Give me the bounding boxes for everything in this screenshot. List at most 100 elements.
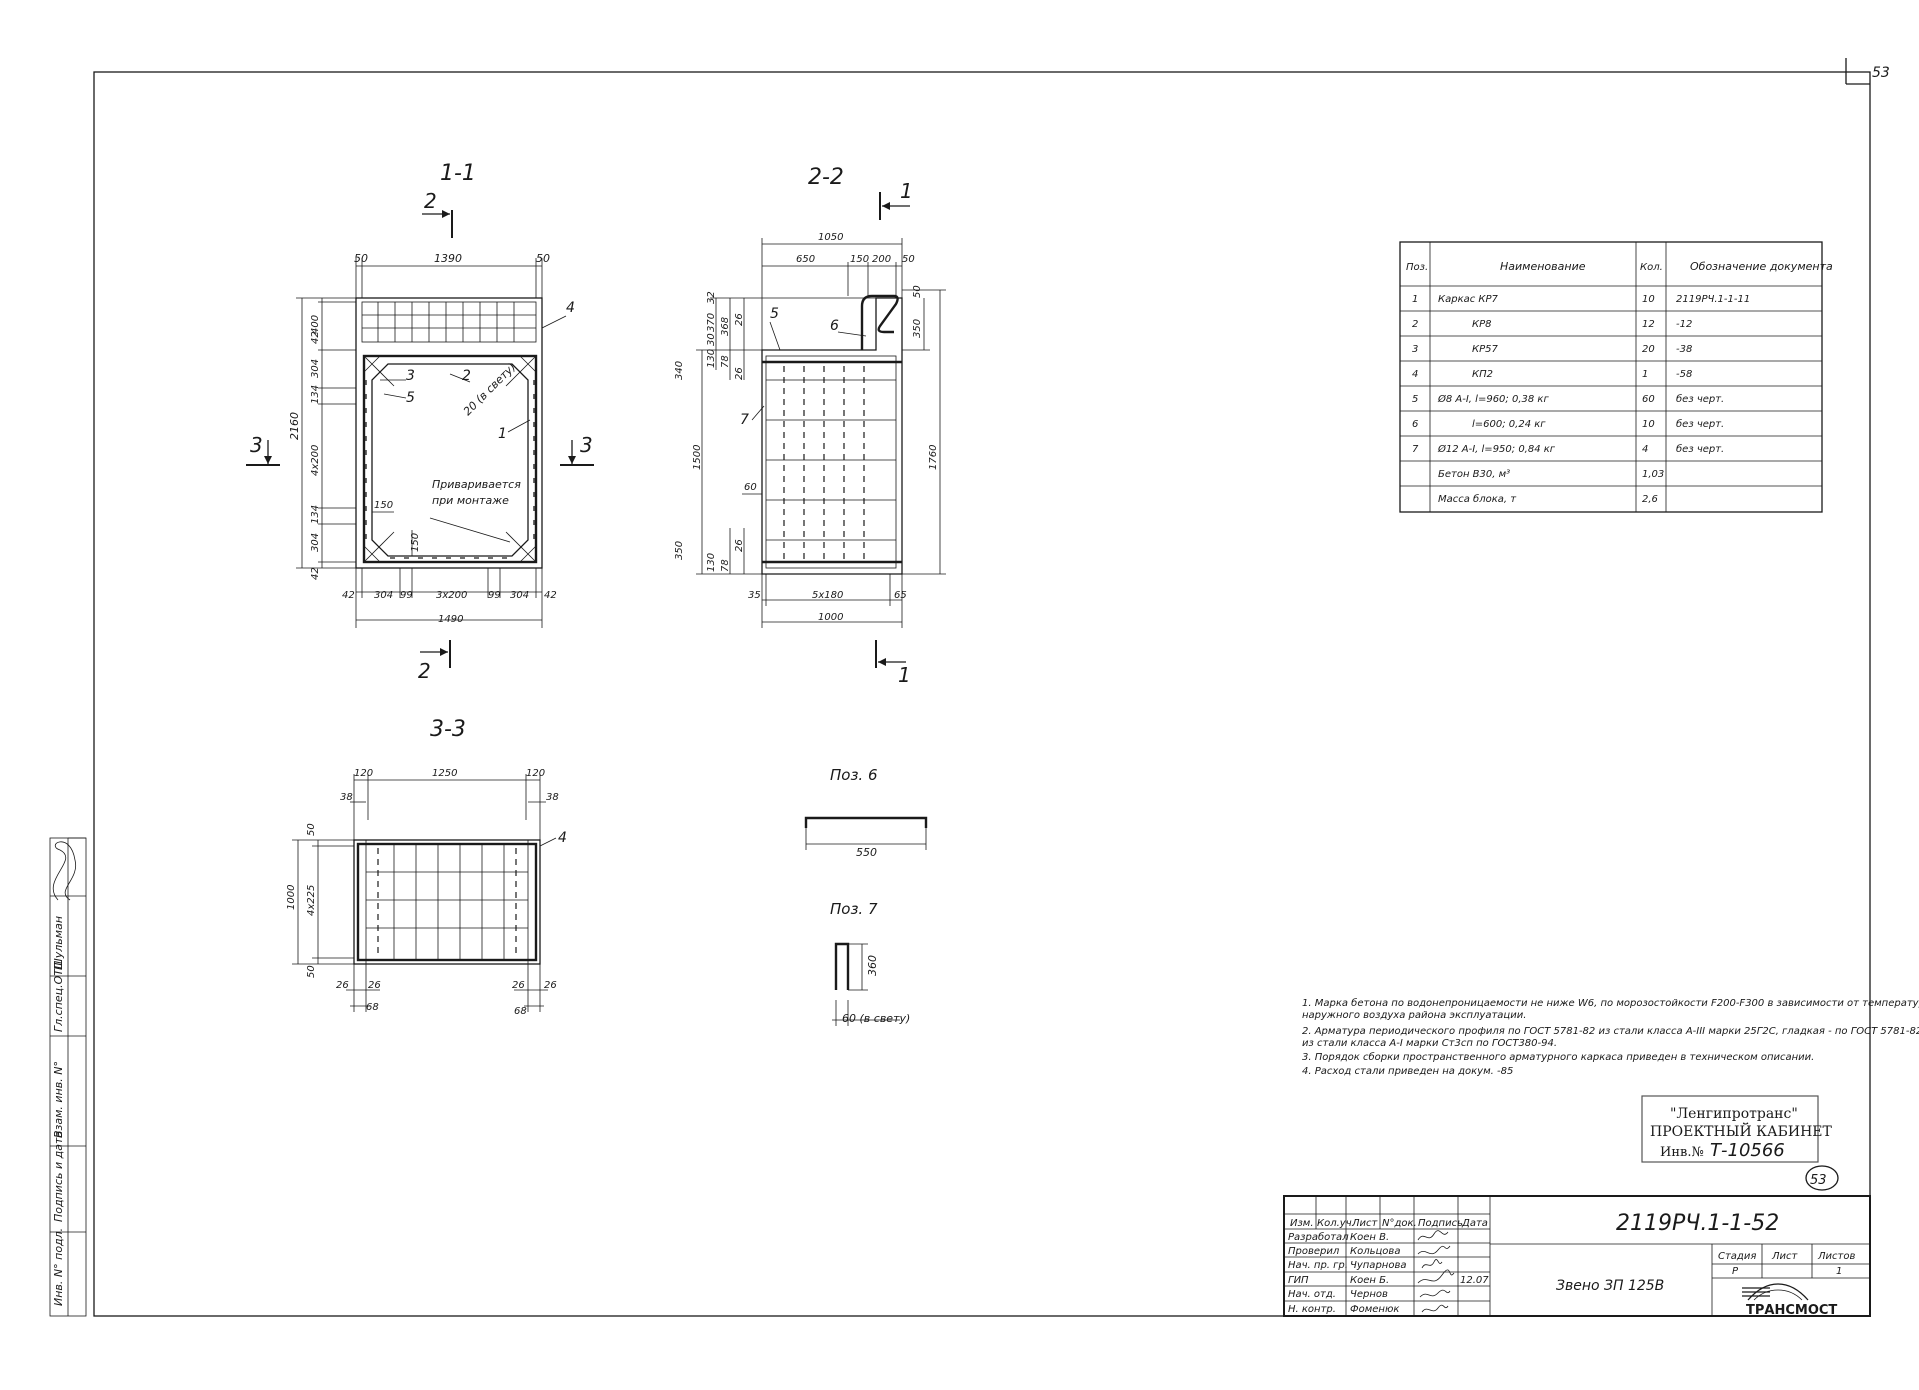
s33-dim-50b: 50	[306, 965, 317, 978]
s11-dim-400: 400	[310, 315, 321, 334]
s11-dim-1490: 1490	[438, 614, 463, 625]
spec-cell-r1-c2: 12	[1642, 319, 1655, 330]
s11-dim-bot-304a: 304	[374, 590, 393, 601]
s33-dim-26a: 26	[336, 980, 349, 991]
s33-dim-68a: 68	[366, 1002, 379, 1013]
spec-header-doc: Обозначение документа	[1690, 260, 1833, 273]
s11-cut3-right: 3	[580, 433, 593, 457]
s11-dim-top-1390: 1390	[434, 252, 462, 265]
tb-date: 12.07	[1460, 1275, 1489, 1286]
s11-dim-4x200: 4x200	[310, 445, 321, 476]
s11-dim-304a: 304	[310, 359, 321, 378]
s33-dim-38b: 38	[546, 792, 559, 803]
tb-role-0: Разработал	[1288, 1231, 1349, 1243]
spec-cell-r0-c2: 10	[1642, 294, 1655, 305]
s11-dim-134a: 134	[310, 385, 321, 404]
s11-cut2-bottom: 2	[418, 659, 431, 683]
tb-role-1: Проверил	[1288, 1246, 1340, 1257]
s22-dim-340: 340	[674, 361, 685, 380]
s22-dim-26c: 26	[734, 539, 745, 552]
s11-title: 1-1	[440, 161, 476, 186]
s11-dim-150b: 150	[410, 533, 421, 552]
tb-signatures	[1417, 1230, 1455, 1313]
spec-cell-r6-c0: 7	[1412, 444, 1419, 455]
s11-dim-top-50a: 50	[354, 252, 368, 265]
spec-cell-r3-c2: 1	[1642, 369, 1648, 380]
s11-dim-bot-99b: 99	[488, 590, 501, 601]
s22-dim-32: 32	[706, 291, 717, 304]
s22-dim-26b: 26	[734, 367, 745, 380]
s33-dim-4x225: 4x225	[306, 885, 317, 916]
tb-col-list: Лист	[1351, 1218, 1379, 1229]
tb-name-3: Коен Б.	[1350, 1275, 1389, 1286]
s22-dim-r350: 350	[912, 319, 923, 338]
tb-col-ndok: N°док.	[1382, 1218, 1417, 1229]
s22-dim-65: 65	[894, 590, 907, 601]
strip-vzam-inv: Взам. инв. N°	[52, 1061, 65, 1138]
s33-dim-68b: 68	[514, 1006, 527, 1017]
strip-shulman: Шульман	[52, 916, 65, 970]
left-strip: Инв. N° подл. Подпись и дата Взам. инв. …	[49, 837, 87, 1317]
note-line-2: наружного воздуха района эксплуатации.	[1302, 1010, 1526, 1021]
s33-dim-120b: 120	[526, 768, 545, 779]
tb-doc-code: 2119РЧ.1-1-52	[1616, 1211, 1779, 1236]
s22-title: 2-2	[808, 165, 844, 190]
spec-header-kol: Кол.	[1640, 262, 1663, 273]
s22-dim-78a: 78	[720, 355, 731, 368]
spec-cell-r4-c1: Ø8 А-I, l=960; 0,38 кг	[1437, 393, 1549, 405]
s22-dim-30: 30	[706, 333, 717, 346]
tb-role-5: Н. контр.	[1288, 1304, 1336, 1315]
s11-cut3-left: 3	[250, 433, 263, 457]
s22-dim-50: 50	[902, 254, 915, 265]
tb-name-5: Фоменюк	[1350, 1304, 1399, 1315]
note-line-3: 2. Арматура периодического профиля по ГО…	[1302, 1026, 1919, 1037]
s22-dim-1500: 1500	[692, 445, 703, 470]
s22-dim-150: 150	[850, 254, 869, 265]
poz6-detail: Поз. 6 550	[804, 766, 928, 859]
s22-dim-1000: 1000	[818, 612, 843, 623]
poz7-dim-h: 360	[866, 955, 879, 976]
s33-title: 3-3	[430, 717, 466, 742]
s11-callout-2: 2	[462, 368, 471, 384]
s11-callout-5: 5	[406, 390, 415, 406]
tb-name-2: Чупарнова	[1350, 1260, 1406, 1271]
s11-dim-42b: 42	[310, 567, 321, 580]
title-block: Изм. Кол.уч. Лист N°док. Подпись Дата Ра…	[1283, 1195, 1871, 1318]
strip-podpis-data: Подпись и дата	[52, 1131, 65, 1222]
sheet-number-circled: 53	[1810, 1173, 1827, 1188]
logo-text: ТРАНСМОСТ	[1746, 1303, 1837, 1318]
spec-cell-r4-c2: 60	[1642, 394, 1655, 405]
spec-cell-r6-c1: Ø12 А-I, l=950; 0,84 кг	[1437, 443, 1556, 455]
strip-glspec: Гл.спец.ОТП	[52, 961, 65, 1032]
spec-cell-r5-c3: без черт.	[1676, 418, 1724, 430]
s22-dim-1760: 1760	[928, 445, 939, 470]
note-line-6: 4. Расход стали приведен на докум. -85	[1302, 1066, 1513, 1077]
tb-col-podpis: Подпись	[1418, 1218, 1463, 1229]
s22-dim-5x180: 5x180	[812, 590, 843, 601]
s11-dim-bot-42a: 42	[342, 590, 355, 601]
spec-cell-r7-c1: Бетон В30, м³	[1438, 469, 1510, 480]
s22-dim-650: 650	[796, 254, 815, 265]
s22-cut1-bottom: 1	[898, 663, 911, 687]
stamp-line3-value: Т-10566	[1710, 1140, 1785, 1161]
poz6-dim: 550	[856, 846, 877, 859]
s22-callout-5: 5	[770, 306, 779, 322]
note-line-4: из стали класса А-I марки Ст3сп по ГОСТ3…	[1302, 1038, 1557, 1049]
s22-dim-350: 350	[674, 541, 685, 560]
s22-dim-26a: 26	[734, 313, 745, 326]
spec-cell-r0-c1: Каркас КР7	[1438, 294, 1499, 305]
spec-header-poz: Поз.	[1406, 262, 1428, 273]
s33-dim-26b: 26	[368, 980, 381, 991]
spec-cell-r1-c3: -12	[1676, 319, 1692, 330]
tb-stage-h2: Листов	[1817, 1251, 1855, 1262]
s22-dim-370: 370	[706, 313, 717, 332]
tb-col-koluch: Кол.уч.	[1317, 1218, 1355, 1229]
tb-stage-h0: Стадия	[1718, 1251, 1756, 1262]
s22-dim-78b: 78	[720, 559, 731, 572]
s11-dim-304b: 304	[310, 533, 321, 552]
s11-dim-134b: 134	[310, 505, 321, 524]
s33-dim-26d: 26	[544, 980, 557, 991]
s11-dim-bot-42b: 42	[544, 590, 557, 601]
note-line-1: 1. Марка бетона по водонепроницаемости н…	[1302, 997, 1919, 1009]
